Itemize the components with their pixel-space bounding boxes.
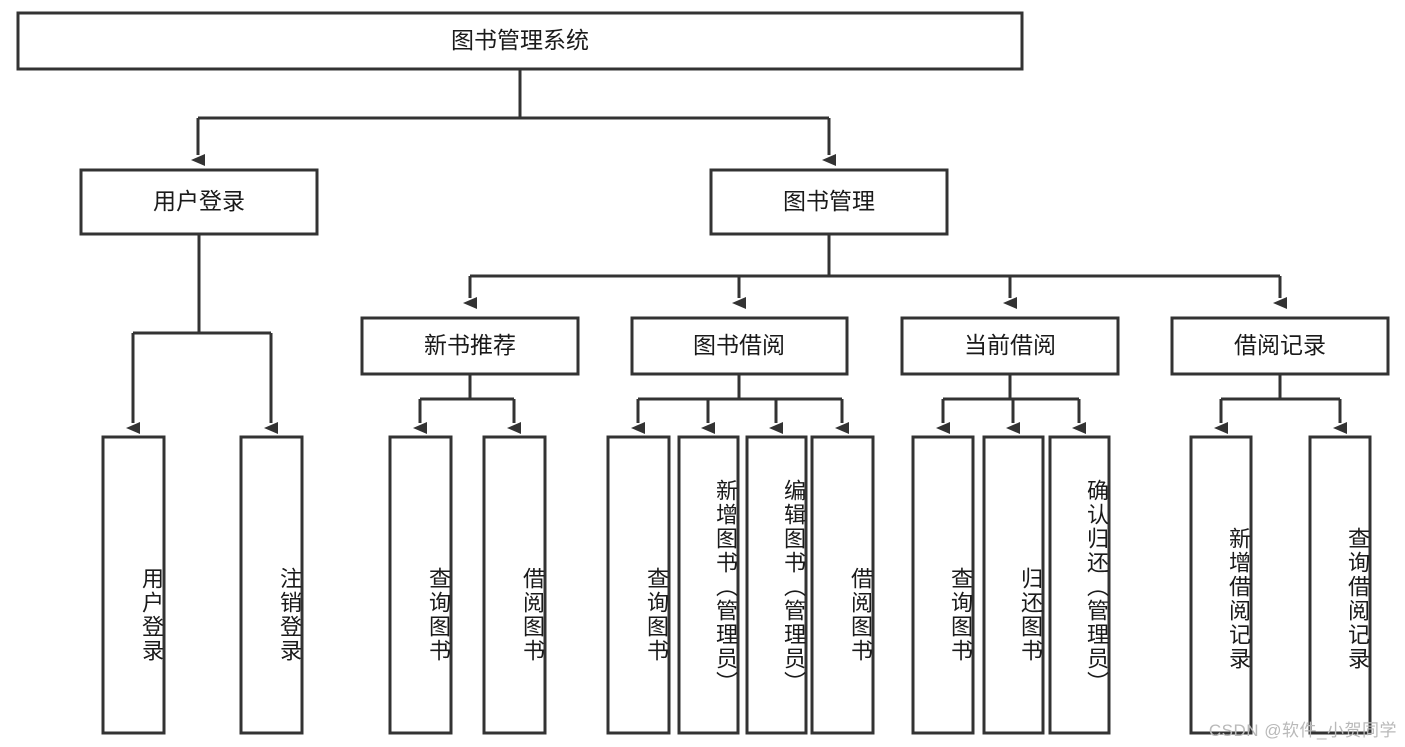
node-new-book-recommend-box[interactable] — [360, 316, 580, 376]
node-borrow-record-label: 借阅记录 — [1234, 332, 1326, 358]
node-current-borrow-label: 当前借阅 — [964, 332, 1056, 358]
node-user-login-box[interactable] — [79, 168, 319, 236]
node-leaf-logout-box[interactable] — [239, 435, 304, 735]
node-root-box[interactable] — [16, 11, 1024, 71]
node-book-borrow-box[interactable] — [630, 316, 849, 376]
node-current-borrow-box[interactable] — [900, 316, 1120, 376]
node-leaf-query-book-1-box[interactable] — [388, 435, 453, 735]
node-current-borrow[interactable]: 当前借阅 — [900, 316, 1120, 376]
node-leaf-edit-book-box[interactable] — [745, 435, 808, 735]
node-borrow-record[interactable]: 借阅记录 — [1170, 316, 1390, 376]
node-new-book-recommend[interactable]: 新书推荐 — [360, 316, 580, 376]
node-borrow-record-box[interactable] — [1170, 316, 1390, 376]
node-user-login-label: 用户登录 — [153, 188, 245, 214]
node-book-borrow-label: 图书借阅 — [693, 332, 785, 358]
node-leaf-borrow-book-2-box[interactable] — [810, 435, 875, 735]
node-leaf-user-login-box[interactable] — [101, 435, 166, 735]
node-book-management[interactable]: 图书管理 — [709, 168, 949, 236]
node-leaf-return-book-box[interactable] — [982, 435, 1045, 735]
connector-group — [126, 69, 1347, 434]
node-book-borrow[interactable]: 图书借阅 — [630, 316, 849, 376]
node-user-login[interactable]: 用户登录 — [79, 168, 319, 236]
node-book-management-label: 图书管理 — [783, 188, 875, 214]
node-leaf-add-book-box[interactable] — [677, 435, 740, 735]
node-leaf-confirm-return-box[interactable] — [1048, 435, 1111, 735]
watermark-label: CSDN @软件_小贺同学 — [1208, 721, 1397, 740]
node-book-management-box[interactable] — [709, 168, 949, 236]
node-leaf-query-book-2-box[interactable] — [606, 435, 671, 735]
node-leaf-query-book-3-box[interactable] — [911, 435, 975, 735]
node-leaf-borrow-book-1-box[interactable] — [482, 435, 547, 735]
node-new-book-recommend-label: 新书推荐 — [424, 332, 516, 358]
node-root[interactable]: 图书管理系统 — [16, 11, 1024, 71]
node-leaf-add-record-box[interactable] — [1189, 435, 1253, 735]
leaf-box-group — [101, 435, 1372, 735]
node-root-label: 图书管理系统 — [451, 27, 589, 53]
node-leaf-query-record-box[interactable] — [1308, 435, 1372, 735]
